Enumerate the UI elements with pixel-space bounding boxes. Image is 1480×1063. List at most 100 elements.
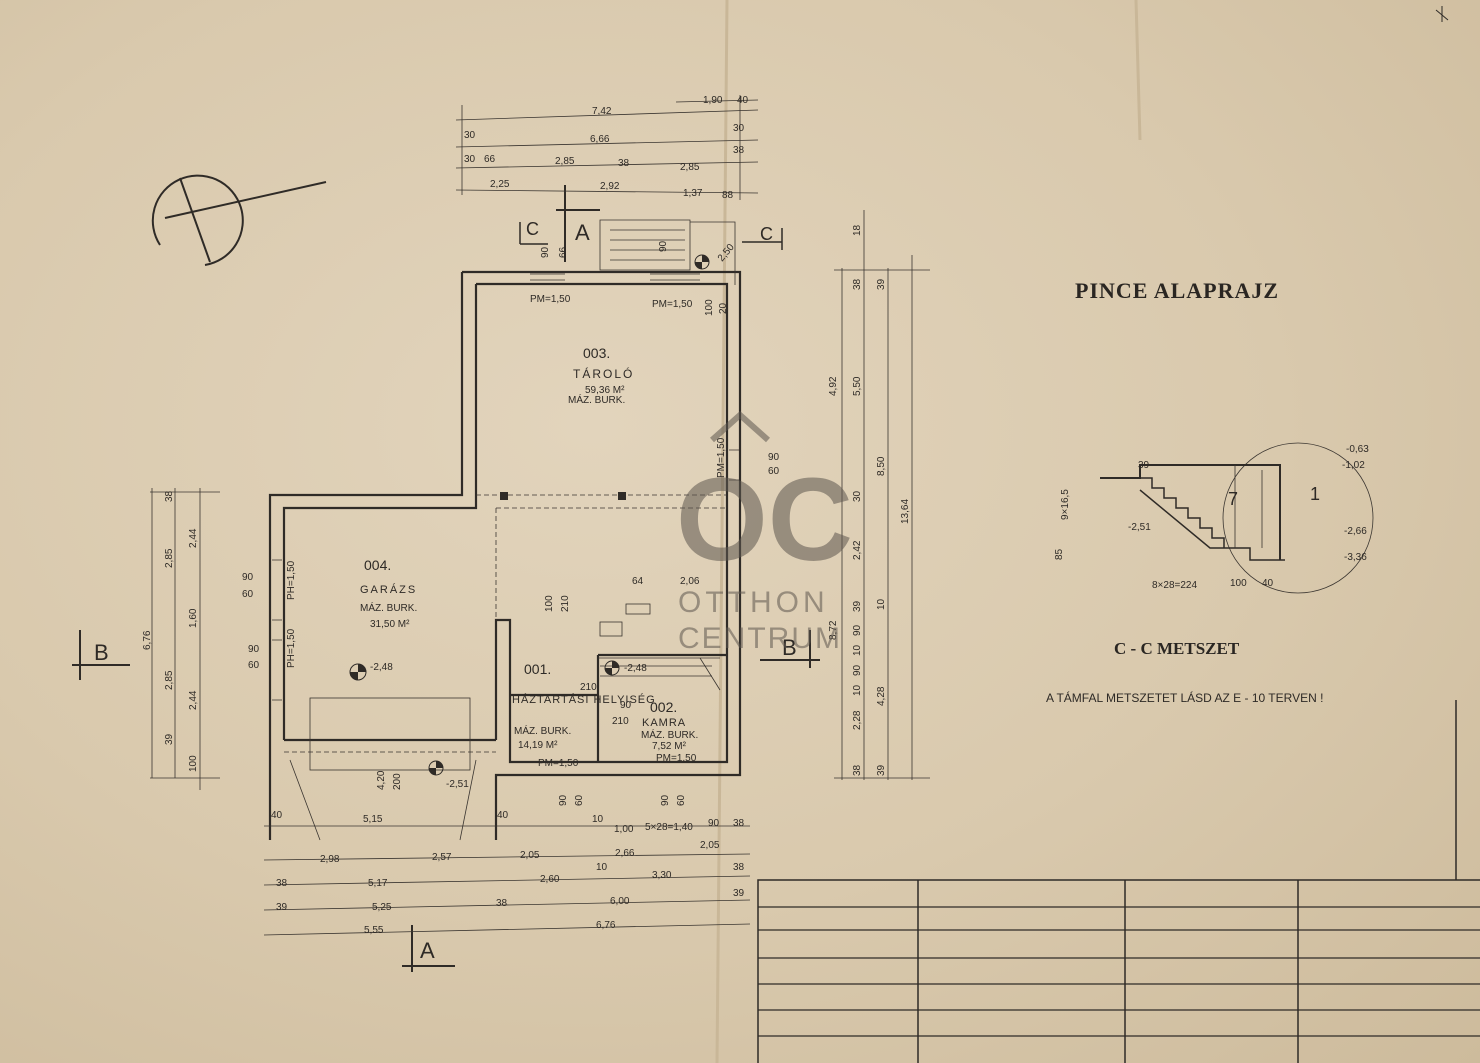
svg-text:5,50: 5,50 [852,376,863,396]
section-marker-a-top: A [556,185,600,262]
window-label: PM=1,50 [538,758,579,769]
svg-text:2,85: 2,85 [680,162,700,173]
section-marker-b-left: B [72,630,130,680]
svg-text:5,15: 5,15 [363,814,383,825]
paper-fold [715,0,729,1063]
svg-text:2,92: 2,92 [600,181,620,192]
svg-text:90: 90 [620,700,632,711]
interior-dimensions: 90 66 90 100 20 2,50 64 2,06 100 210 210… [540,240,737,727]
svg-text:7,52 M²: 7,52 M² [652,741,687,752]
window-label: PM=1,50 [656,753,697,764]
svg-text:-3,36: -3,36 [1344,552,1367,563]
section-marker-c-left: C [519,219,548,245]
section-note: A TÁMFAL METSZETET LÁSD AZ E - 10 TERVEN… [1046,690,1323,705]
svg-text:TÁROLÓ: TÁROLÓ [573,366,634,381]
svg-text:13,64: 13,64 [900,499,911,524]
level-marker-icon [349,663,367,681]
svg-text:-2,51: -2,51 [1128,522,1151,533]
svg-text:60: 60 [242,589,254,600]
svg-text:2,06: 2,06 [680,576,700,587]
svg-text:2,98: 2,98 [320,854,340,865]
otthon-centrum-watermark: OC OTTHON CENTRUM [676,410,853,655]
level-label: -2,48 [370,662,393,673]
svg-text:60: 60 [248,660,260,671]
svg-text:2,05: 2,05 [700,840,720,851]
svg-text:1,00: 1,00 [614,824,634,835]
room-003: 003. TÁROLÓ 59,36 M² MÁZ. BURK. [568,345,634,406]
svg-text:1,37: 1,37 [683,188,703,199]
svg-text:2,60: 2,60 [540,874,560,885]
svg-text:5,55: 5,55 [364,925,384,936]
svg-text:6,76: 6,76 [142,630,153,650]
svg-text:B: B [782,635,797,660]
svg-text:5×28=1,40: 5×28=1,40 [645,822,693,833]
window-label: PM=1,50 [530,294,571,305]
svg-text:100: 100 [188,755,199,772]
left-dimensions: 38 2,85 2,44 6,76 1,60 2,85 2,44 39 100 … [142,490,260,772]
svg-text:8,50: 8,50 [876,456,887,476]
svg-text:7,42: 7,42 [592,106,612,117]
svg-text:40: 40 [1262,578,1274,589]
column-marker [618,492,626,500]
svg-text:90: 90 [852,624,863,636]
svg-text:2,57: 2,57 [432,852,452,863]
svg-text:A: A [420,938,435,963]
svg-text:KAMRA: KAMRA [642,717,686,729]
svg-text:MÁZ. BURK.: MÁZ. BURK. [514,724,571,737]
svg-text:C: C [526,219,539,239]
svg-text:-2,66: -2,66 [1344,526,1367,537]
svg-text:20: 20 [718,302,729,314]
top-dimensions: 7,42 1,90 40 30 6,66 30 30 66 2,85 38 2,… [464,95,749,201]
svg-text:10: 10 [596,862,608,873]
svg-text:30: 30 [733,123,745,134]
svg-text:38: 38 [852,278,863,290]
room-002: 002. KAMRA MÁZ. BURK. 7,52 M² [641,699,698,752]
svg-text:2,85: 2,85 [164,670,175,690]
svg-text:18: 18 [852,224,863,236]
svg-text:39: 39 [733,888,745,899]
svg-text:5,25: 5,25 [372,902,392,913]
svg-text:HÁZTARTÁSI HELYISÉG: HÁZTARTÁSI HELYISÉG [512,693,656,706]
svg-text:MÁZ. BURK.: MÁZ. BURK. [360,601,417,614]
svg-text:210: 210 [580,682,597,693]
svg-text:90: 90 [708,818,720,829]
svg-text:2,05: 2,05 [520,850,540,861]
svg-text:38: 38 [164,490,175,502]
svg-text:9×16,5: 9×16,5 [1060,489,1071,520]
svg-text:GARÁZS: GARÁZS [360,583,417,596]
svg-text:85: 85 [1054,548,1065,560]
building-walls [268,219,742,841]
svg-text:6,00: 6,00 [610,896,630,907]
svg-text:2,44: 2,44 [188,528,199,548]
window-label: PM=1,50 [716,437,727,478]
level-marker-icon [428,760,444,776]
dimension-lines [150,95,930,936]
section-c-c-drawing: 39 9×16,5 85 8×28=224 100 40 7 1 -0,63 -… [1054,442,1374,594]
svg-text:10: 10 [852,684,863,696]
section-marker-a-bottom: A [402,925,455,972]
level-marker-icon [604,660,620,676]
svg-text:39: 39 [276,902,288,913]
svg-text:8×28=224: 8×28=224 [1152,580,1197,591]
north-arrow-icon [151,174,327,266]
svg-text:38: 38 [276,878,288,889]
svg-text:5,17: 5,17 [368,878,388,889]
svg-text:10: 10 [592,814,604,825]
svg-text:210: 210 [612,716,629,727]
svg-text:004.: 004. [364,557,391,573]
svg-text:1: 1 [1310,484,1320,504]
svg-text:64: 64 [632,576,644,587]
svg-text:66: 66 [558,246,569,258]
svg-text:6,76: 6,76 [596,920,616,931]
svg-text:38: 38 [733,862,745,873]
svg-text:14,19 M²: 14,19 M² [518,740,558,751]
svg-text:66: 66 [484,154,496,165]
svg-text:60: 60 [676,794,687,806]
svg-text:39: 39 [164,733,175,745]
svg-text:59,36 M²: 59,36 M² [585,385,625,396]
svg-text:90: 90 [852,664,863,676]
svg-text:8,72: 8,72 [828,620,839,640]
svg-text:OC: OC [676,454,853,586]
